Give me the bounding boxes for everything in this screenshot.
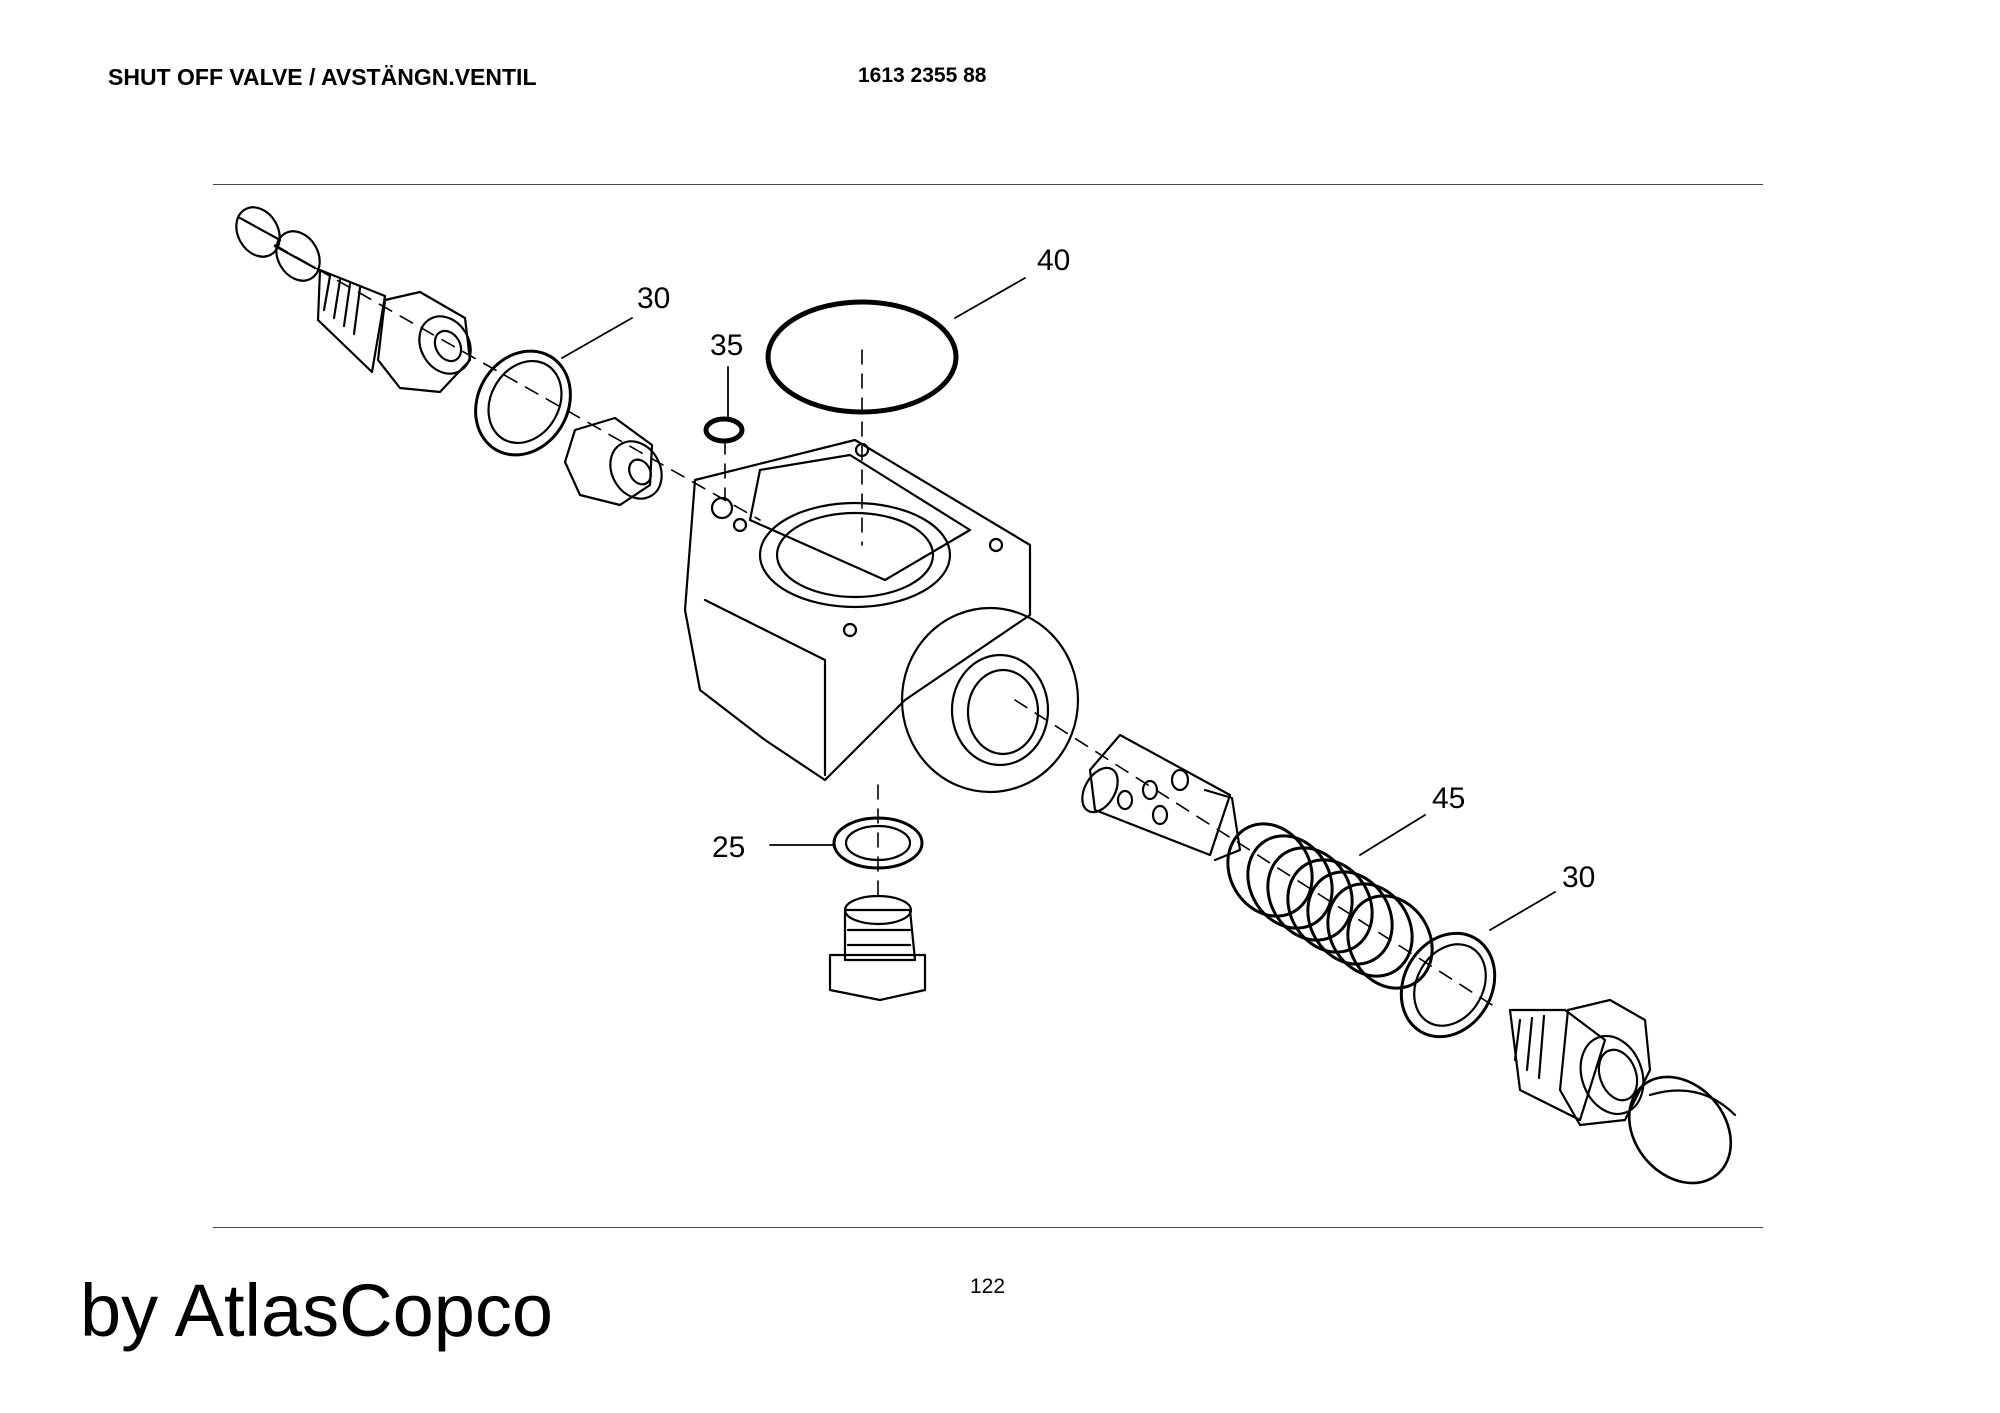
top-divider [213,184,1763,185]
seal-ring-30-top [474,349,572,457]
bottom-divider [213,1227,1763,1228]
valve-sleeve [1081,733,1242,862]
callout-35: 35 [710,329,743,362]
seal-ring-30-bottom [1399,931,1497,1039]
seal-ring-25 [832,816,924,870]
brand-credit: by AtlasCopco [80,1269,554,1352]
assembly-axis-lines [274,244,1501,1011]
spring-45 [1226,822,1434,990]
valve-cone [563,416,663,507]
cap-bottom-right [1627,1075,1737,1185]
page-number: 122 [970,1275,1006,1298]
drain-plug [828,894,927,1002]
valve-housing [683,438,1080,794]
callout-30-top: 30 [637,282,670,315]
callout-45: 45 [1432,782,1465,815]
o-ring-35 [703,416,745,444]
callout-30-bottom: 30 [1562,861,1595,894]
page-title: SHUT OFF VALVE / AVSTÄNGN.VENTIL [108,64,537,90]
fitting-bottom-right [1508,998,1652,1127]
callout-25: 25 [712,831,745,864]
o-ring-40 [765,299,959,415]
leader-lines [561,277,1556,931]
cap-top-left [235,206,321,282]
fitting-top-left [316,268,472,394]
callout-40: 40 [1037,244,1070,277]
part-number: 1613 2355 88 [858,64,987,87]
